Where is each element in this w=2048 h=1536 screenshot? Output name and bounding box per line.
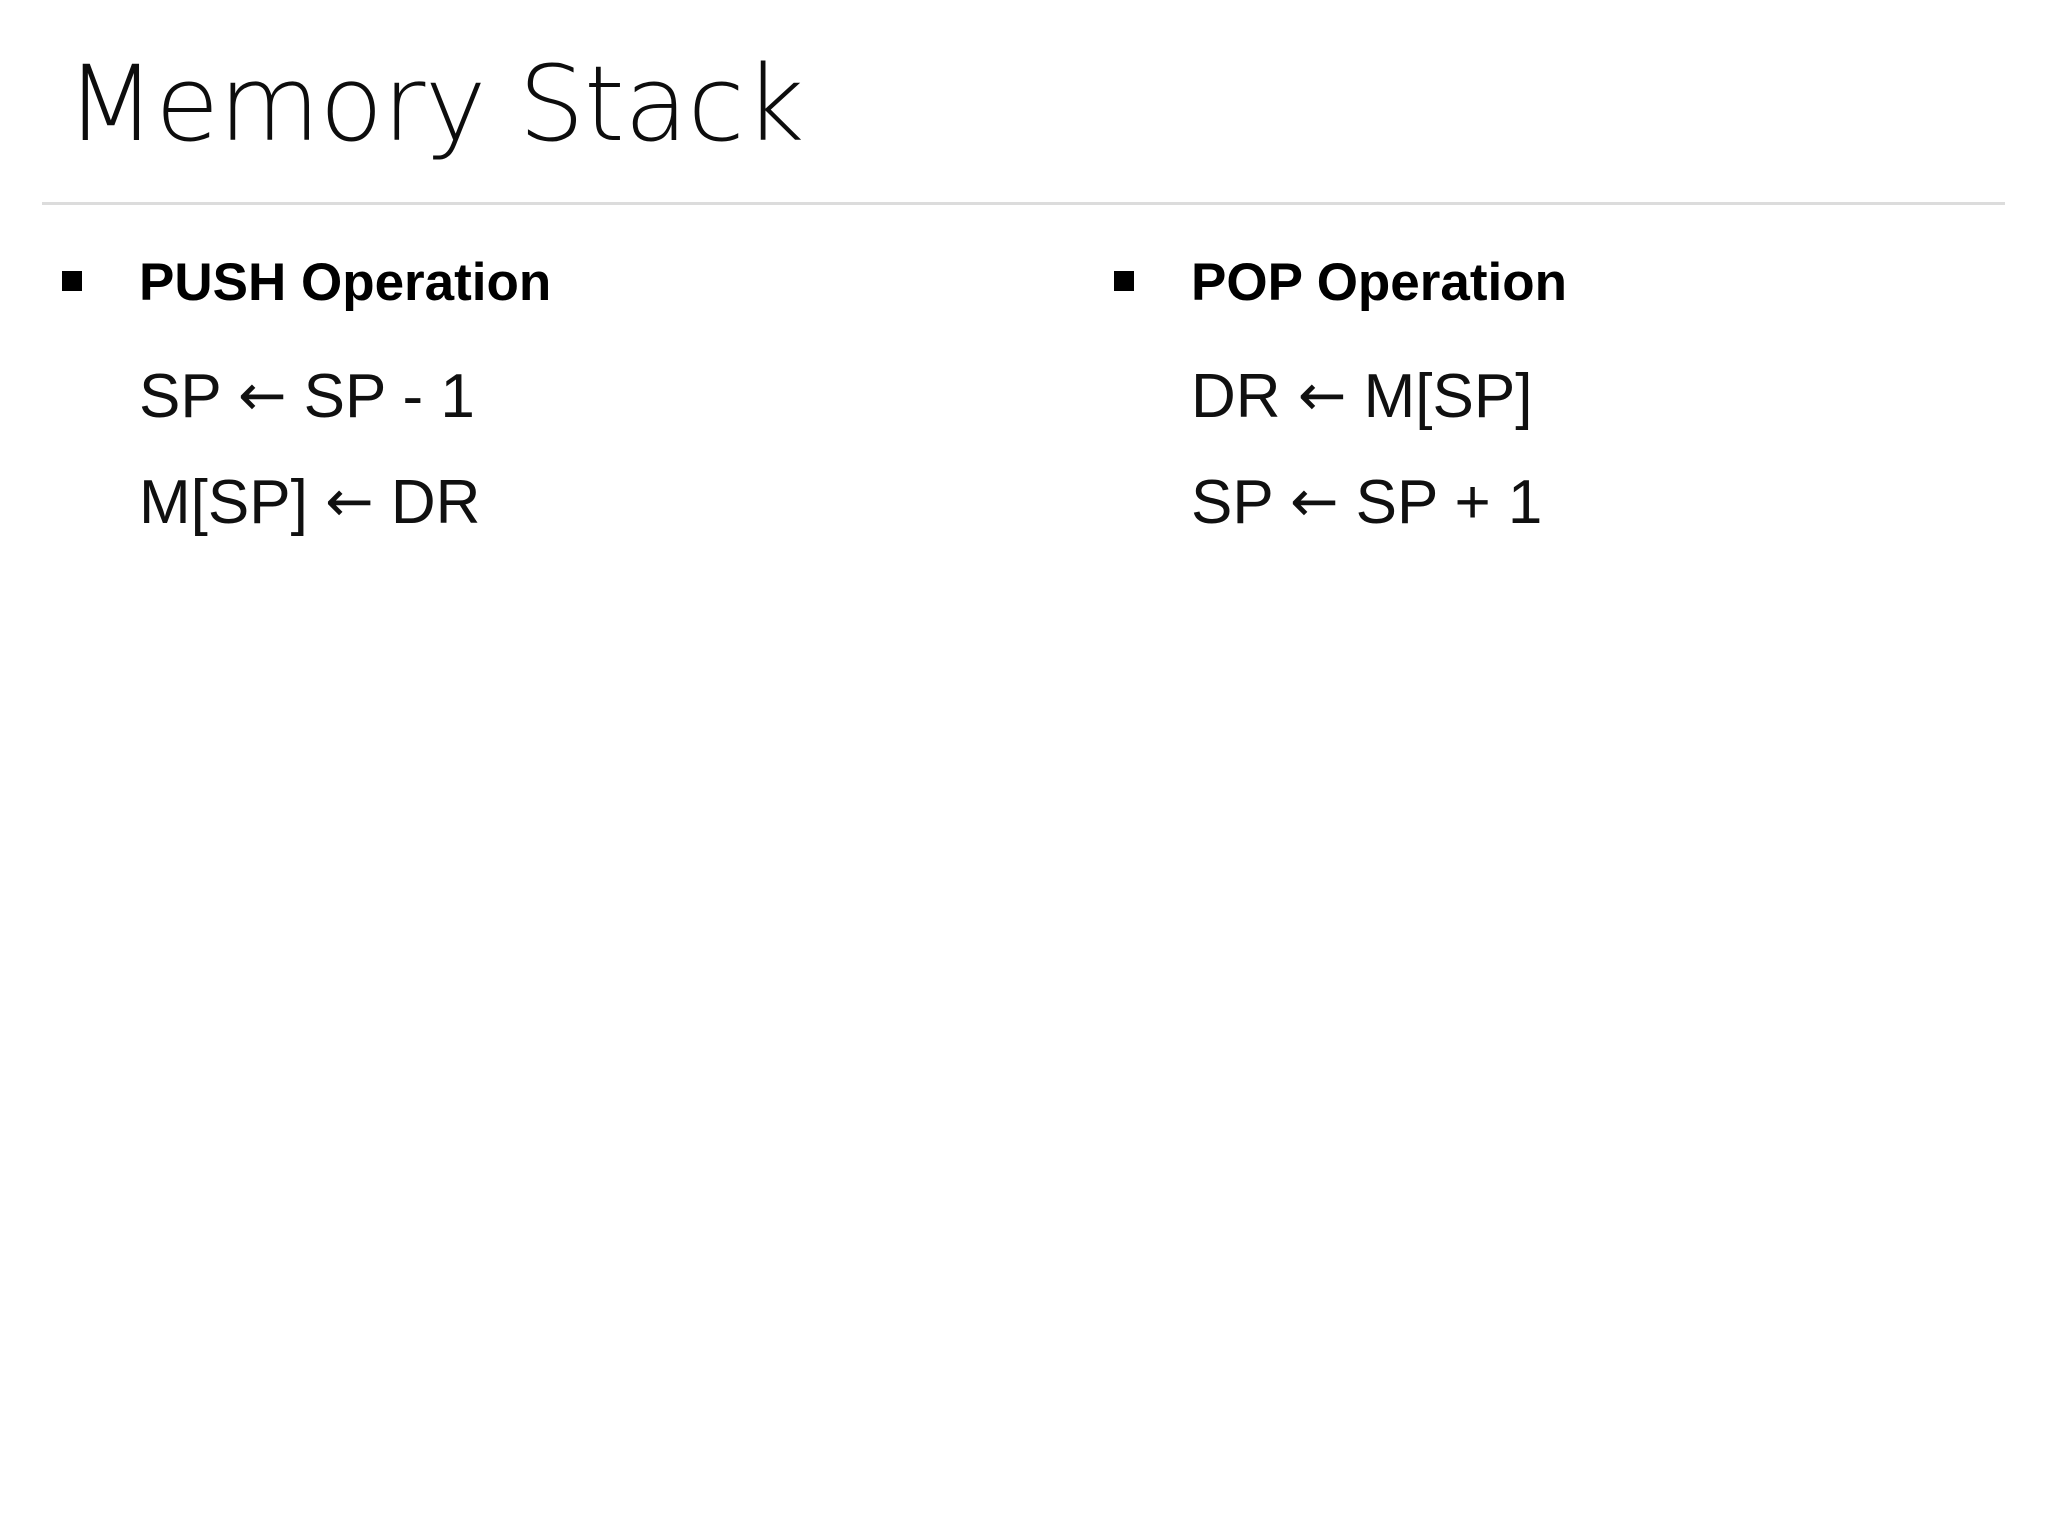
bullet-heading-pop: POP Operation [1191,253,1567,312]
expression-line: DR ← M[SP] [1191,360,2014,434]
left-arrow-icon: ← [1297,361,1347,429]
left-arrow-icon: ← [325,467,374,536]
title-divider [42,202,2005,205]
bullet-item-pop: POP Operation [1114,252,2014,322]
square-bullet-icon [62,271,82,291]
expression-rhs: M[SP] [1363,362,1533,431]
expression-line: M[SP] ← DR [139,466,1042,540]
column-pop: POP Operation DR ← M[SP] SP ← SP + 1 [1114,252,2014,541]
expression-rhs: SP + 1 [1355,468,1543,538]
expression-lhs: DR [1191,362,1281,431]
left-arrow-icon: ← [1289,467,1339,536]
column-push: PUSH Operation SP ← SP - 1 M[SP] ← DR [62,252,1042,541]
left-arrow-icon: ← [237,361,287,429]
expression-lhs: SP [1191,468,1273,538]
square-bullet-icon [1114,271,1134,291]
page-title: Memory Stack [66,43,804,165]
expression-lhs: SP [139,362,221,431]
expression-line: SP ← SP + 1 [1191,466,2014,540]
expression-lhs: M[SP] [139,468,308,538]
expression-rhs: DR [390,468,481,538]
slide-body: PUSH Operation SP ← SP - 1 M[SP] ← DR PO… [0,252,2048,772]
expression-rhs: SP - 1 [303,362,475,431]
bullet-item-push: PUSH Operation [62,252,1042,322]
expression-line: SP ← SP - 1 [139,360,1042,434]
bullet-heading-push: PUSH Operation [139,253,552,312]
